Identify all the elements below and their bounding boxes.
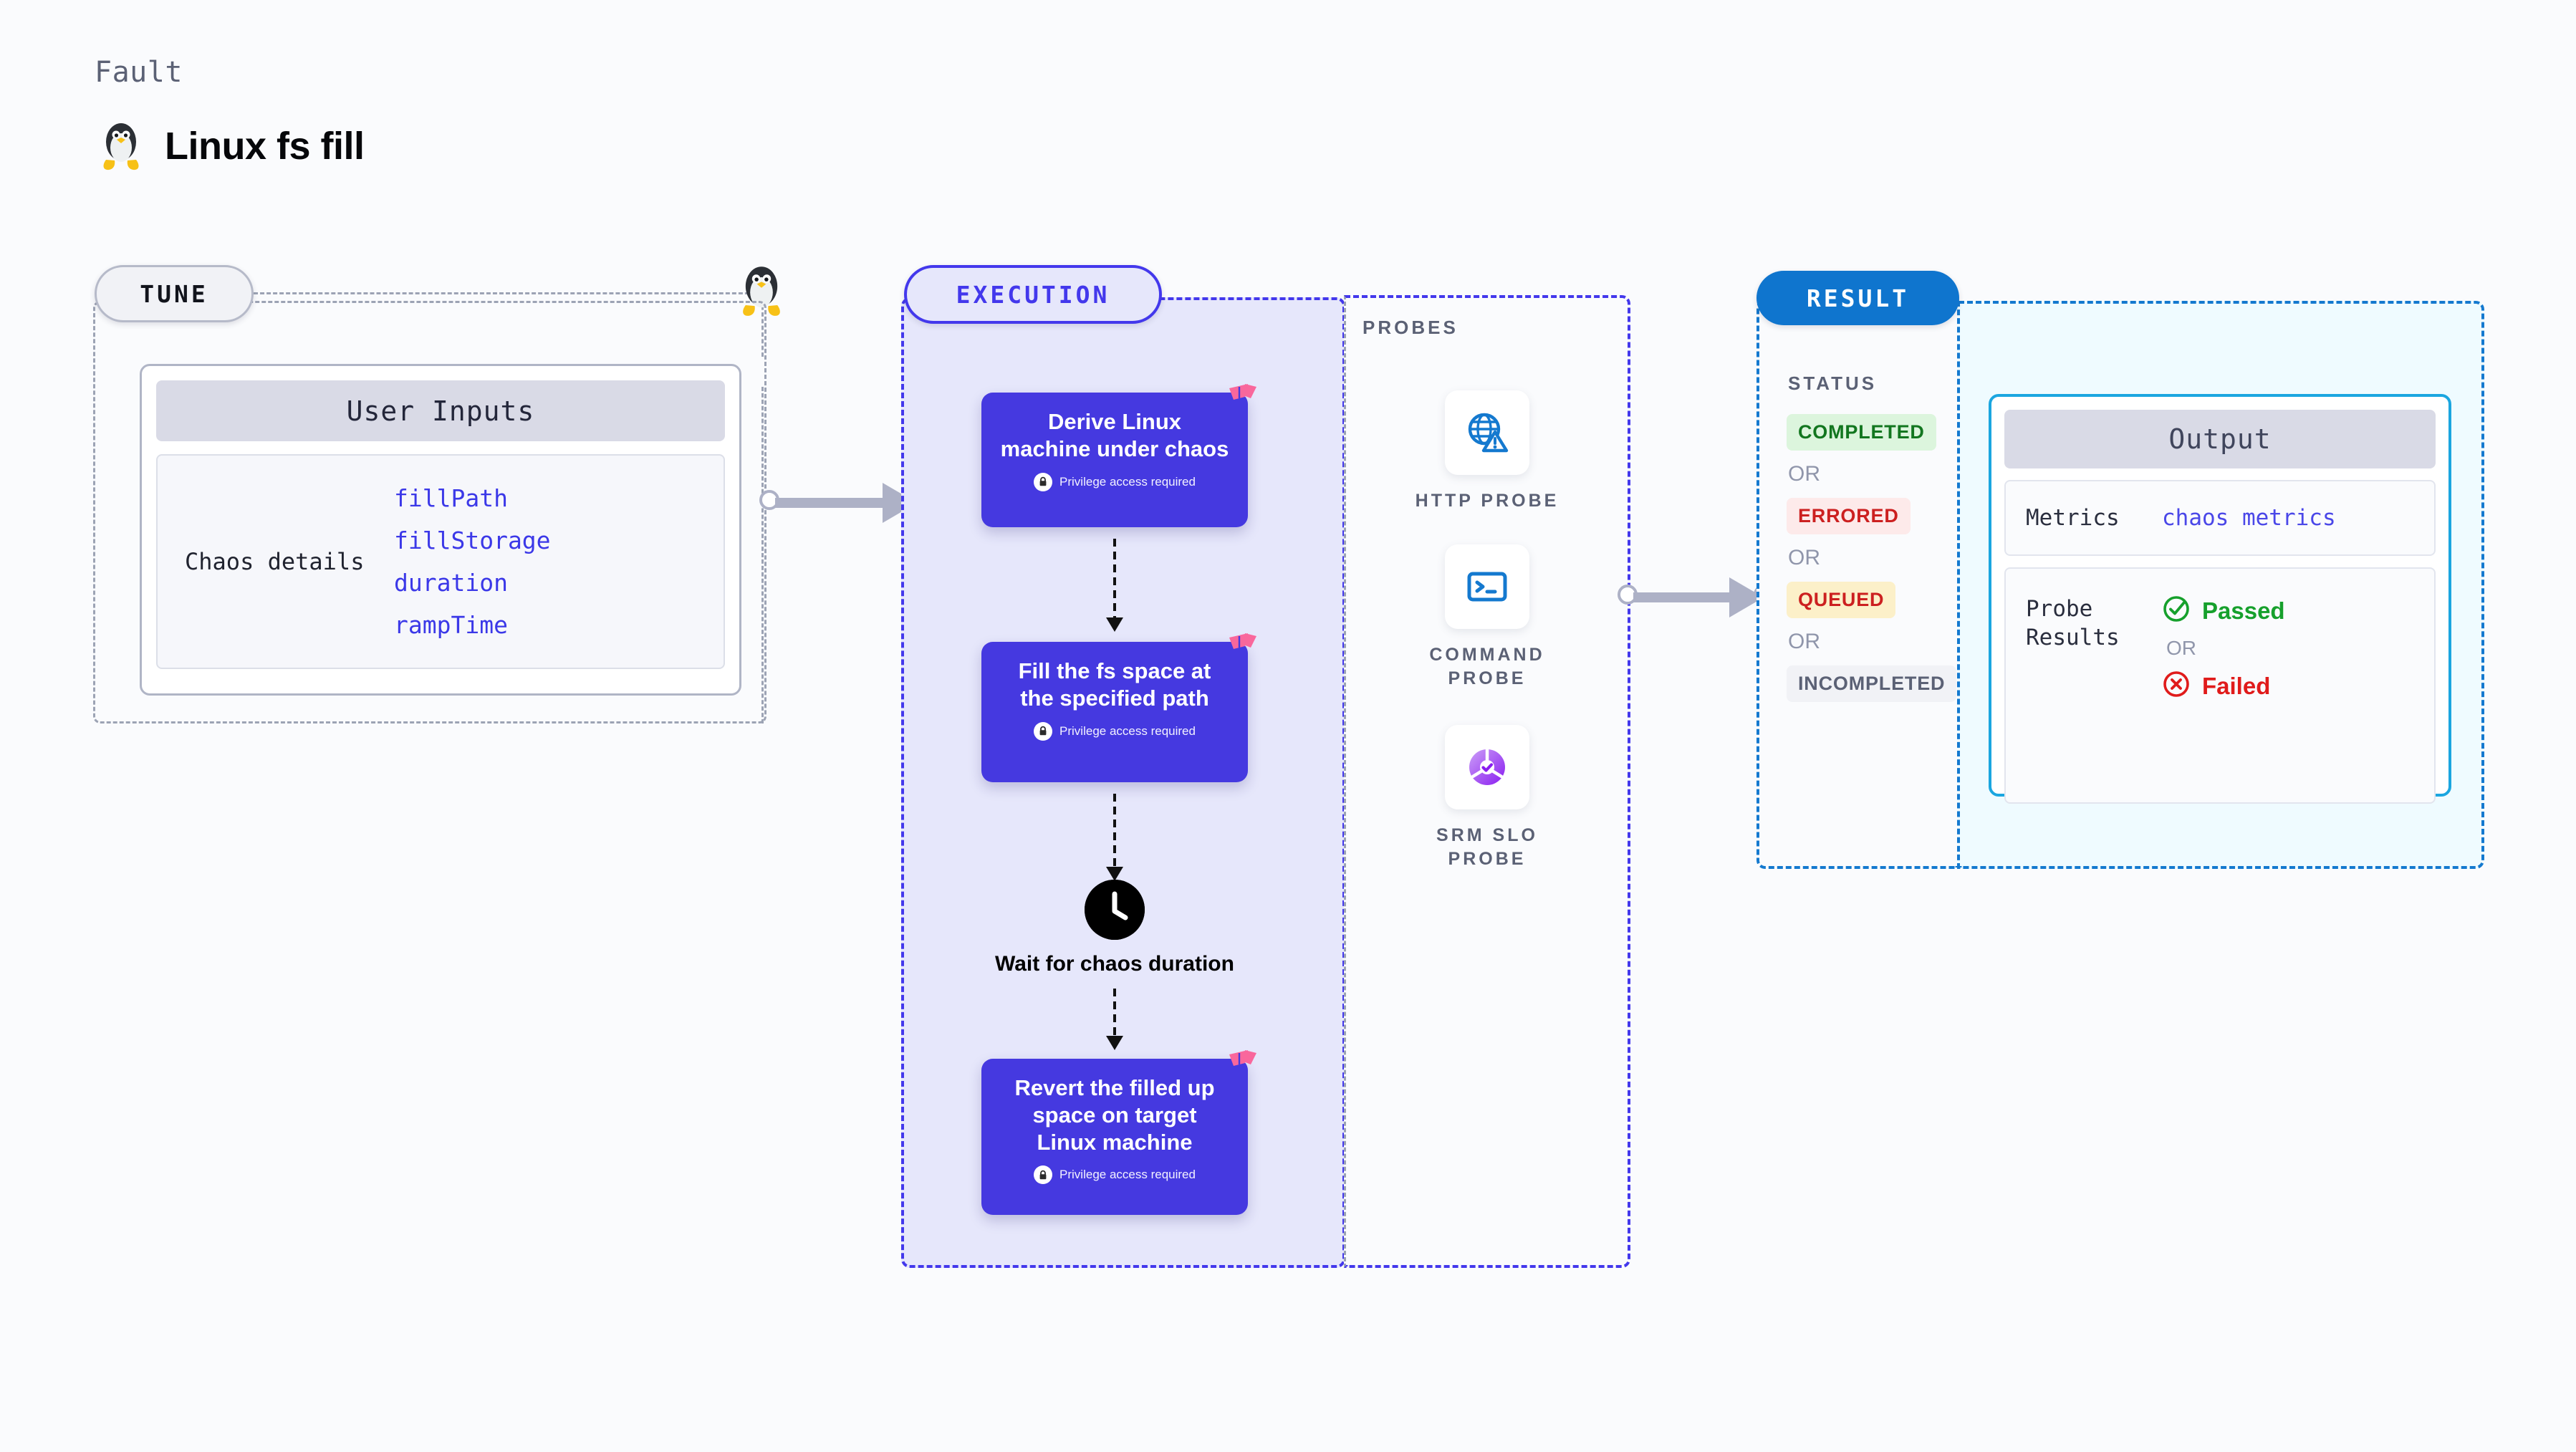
execution-step-1-privilege-label: Privilege access required	[1059, 474, 1196, 489]
execution-step-1-privilege: Privilege access required	[1000, 472, 1229, 491]
clock-icon	[1085, 880, 1145, 940]
flag-marker-icon	[1226, 381, 1259, 414]
status-or-3: OR	[1788, 630, 1820, 653]
status-title: STATUS	[1788, 372, 1878, 394]
execution-arrow-2	[1106, 794, 1123, 881]
page-eyebrow: Fault	[95, 56, 183, 89]
slo-donut-check-icon	[1445, 725, 1529, 809]
stage-pill-tune[interactable]: TUNE	[95, 265, 254, 322]
stage-pill-execution[interactable]: EXECUTION	[904, 265, 1162, 324]
output-probe-results-values: Passed OR Failed	[2162, 595, 2285, 702]
param-ramptime[interactable]: rampTime	[394, 611, 508, 639]
execution-step-3[interactable]: Revert the filled up space on target Lin…	[981, 1050, 1256, 1215]
param-fillpath[interactable]: fillPath	[394, 484, 508, 512]
page-title-row: Linux fs fill	[99, 120, 365, 172]
probe-result-passed-label: Passed	[2202, 597, 2285, 624]
probe-srm-slo-label: SRM SLO PROBE	[1436, 825, 1538, 869]
output-card: Output Metrics chaos metrics Probe Resul…	[1989, 394, 2451, 804]
lock-icon	[1034, 721, 1053, 741]
status-badge-completed: COMPLETED	[1787, 414, 1936, 451]
status-badge-errored: ERRORED	[1787, 498, 1911, 534]
lock-icon	[1034, 1165, 1053, 1185]
execution-step-2-privilege: Privilege access required	[1000, 721, 1229, 741]
tune-card: User Inputs Chaos details fillPath fillS…	[140, 364, 741, 696]
probe-command[interactable]: COMMAND PROBE	[1398, 544, 1577, 691]
connector-tune-to-execution	[759, 483, 938, 523]
flag-marker-icon	[1226, 630, 1259, 663]
output-metrics-key: Metrics	[2026, 504, 2120, 531]
stage-pill-result[interactable]: RESULT	[1756, 271, 1959, 325]
probes-title: PROBES	[1363, 317, 1458, 338]
execution-step-2-title: Fill the fs space at the specified path	[1018, 658, 1211, 711]
execution-step-3-privilege-label: Privilege access required	[1059, 1168, 1196, 1182]
lock-icon	[1034, 472, 1053, 491]
chaos-details-row: Chaos details fillPath fillStorage durat…	[156, 454, 725, 669]
user-inputs-header: User Inputs	[156, 380, 725, 441]
execution-step-3-title: Revert the filled up space on target Lin…	[1014, 1075, 1215, 1155]
tune-panel	[93, 301, 766, 723]
status-or-1: OR	[1788, 462, 1820, 486]
probe-result-failed: Failed	[2162, 670, 2285, 702]
execution-step-3-privilege: Privilege access required	[1000, 1165, 1229, 1185]
tune-guide-horizontal	[254, 292, 762, 294]
page-title: Linux fs fill	[165, 125, 365, 168]
probe-result-or: OR	[2166, 637, 2196, 659]
flag-marker-icon	[1226, 1047, 1259, 1080]
linux-penguin-icon	[99, 120, 143, 172]
execution-step-1-title: Derive Linux machine under chaos	[1000, 409, 1229, 461]
probe-result-failed-label: Failed	[2202, 672, 2271, 699]
output-probe-results-key: Probe Results	[2026, 596, 2120, 651]
globe-warning-icon	[1445, 390, 1529, 475]
param-duration[interactable]: duration	[394, 569, 508, 597]
probe-http[interactable]: HTTP PROBE	[1398, 390, 1577, 513]
param-fillstorage[interactable]: fillStorage	[394, 527, 551, 554]
probe-command-label: COMMAND PROBE	[1429, 645, 1545, 688]
execution-step-2-privilege-label: Privilege access required	[1059, 723, 1196, 738]
probe-result-passed: Passed	[2162, 595, 2285, 627]
output-probe-results-row: Probe Results Passed OR	[2004, 567, 2436, 804]
linux-penguin-icon-marker	[738, 264, 785, 322]
output-metrics-row: Metrics chaos metrics	[2004, 480, 2436, 556]
execution-arrow-3	[1106, 989, 1123, 1050]
output-card-header: Output	[2004, 410, 2436, 468]
execution-step-1[interactable]: Derive Linux machine under chaos Privile…	[981, 384, 1256, 527]
probe-http-label: HTTP PROBE	[1415, 491, 1559, 511]
chaos-details-params: fillPath fillStorage duration rampTime	[394, 484, 551, 639]
status-or-2: OR	[1788, 546, 1820, 569]
wait-for-chaos-duration-label: Wait for chaos duration	[995, 952, 1234, 976]
probe-srm-slo[interactable]: SRM SLO PROBE	[1398, 725, 1577, 871]
status-list: COMPLETED OR ERRORED OR QUEUED OR INCOMP…	[1787, 414, 1959, 702]
status-badge-incompleted: INCOMPLETED	[1787, 665, 1957, 702]
tune-guide-vertical-top	[761, 292, 764, 357]
tune-guide-vertical-bottom	[761, 387, 764, 723]
execution-step-2[interactable]: Fill the fs space at the specified path …	[981, 633, 1256, 782]
x-circle-icon	[2162, 670, 2191, 702]
terminal-icon	[1445, 544, 1529, 629]
status-badge-queued: QUEUED	[1787, 582, 1896, 618]
chaos-details-label: Chaos details	[185, 548, 365, 575]
execution-arrow-1	[1106, 539, 1123, 632]
output-metrics-value[interactable]: chaos metrics	[2162, 505, 2336, 531]
check-circle-icon	[2162, 595, 2191, 627]
